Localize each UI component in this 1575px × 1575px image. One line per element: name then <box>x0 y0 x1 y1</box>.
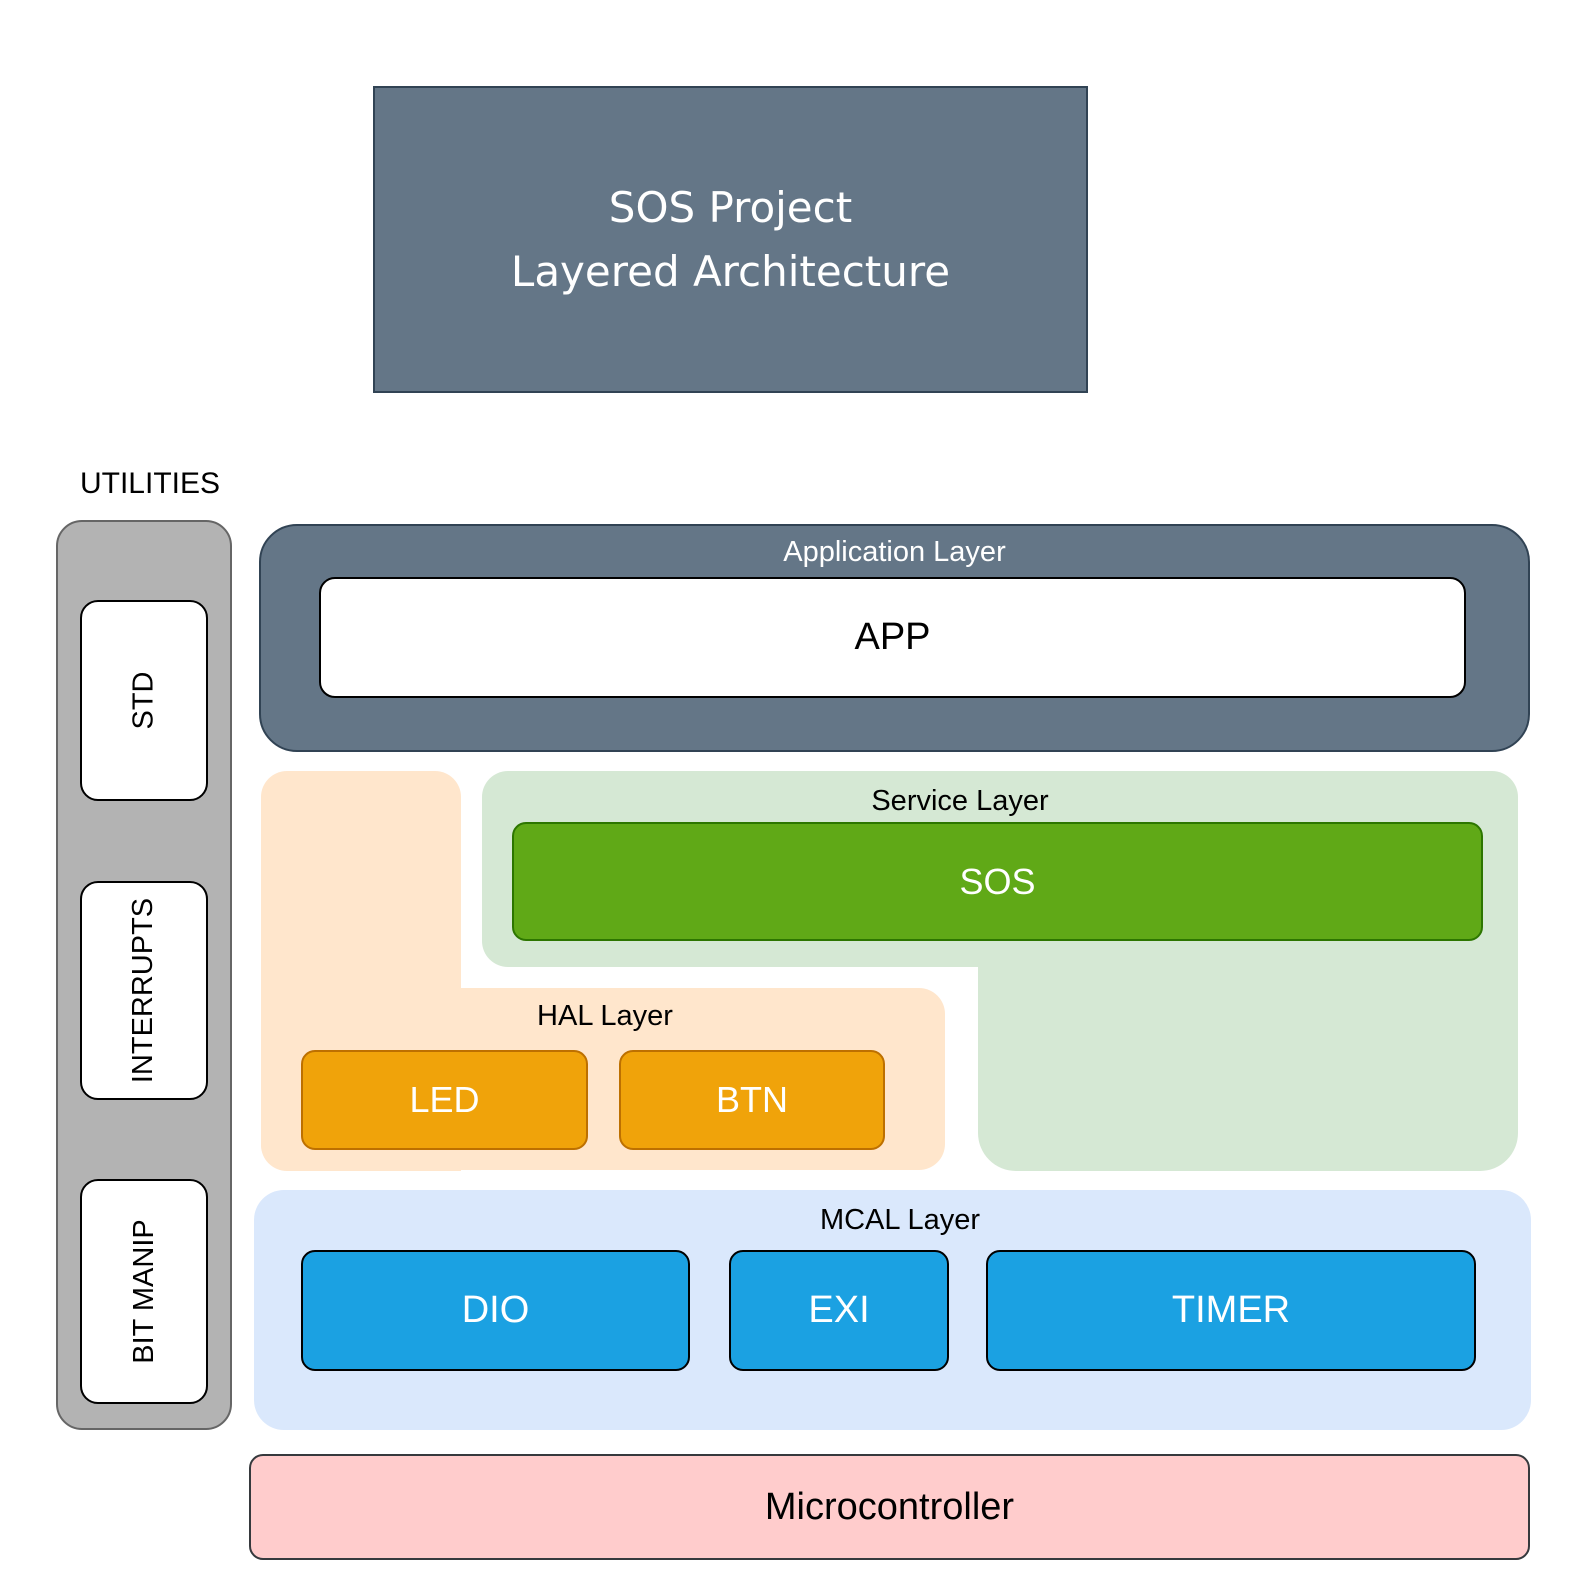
title-box: SOS Project Layered Architecture <box>373 86 1088 393</box>
service-layer-label: Service Layer <box>871 784 1049 817</box>
hal-layer-label: HAL Layer <box>537 999 673 1032</box>
title-line-2: Layered Architecture <box>510 246 951 296</box>
utilities-label: UTILITIES <box>79 467 221 500</box>
led-module: LED <box>301 1050 588 1150</box>
application-layer-label: Application Layer <box>783 535 1006 568</box>
utility-std-label: STD <box>127 671 160 730</box>
utility-interrupts-label: INTERRUPTS <box>127 897 160 1084</box>
utility-bit-manip: BIT MANIP <box>80 1179 208 1404</box>
exi-module: EXI <box>729 1250 949 1371</box>
utility-std: STD <box>80 600 208 801</box>
sos-module: SOS <box>512 822 1483 941</box>
utility-bit-manip-label: BIT MANIP <box>127 1219 160 1364</box>
title-line-1: SOS Project <box>608 182 853 232</box>
microcontroller-box: Microcontroller <box>249 1454 1530 1560</box>
utility-interrupts: INTERRUPTS <box>80 881 208 1100</box>
app-module: APP <box>319 577 1466 698</box>
btn-module: BTN <box>619 1050 885 1150</box>
service-layer-lower <box>978 930 1518 1171</box>
timer-module: TIMER <box>986 1250 1476 1371</box>
dio-module: DIO <box>301 1250 690 1371</box>
mcal-layer-label: MCAL Layer <box>819 1203 981 1236</box>
